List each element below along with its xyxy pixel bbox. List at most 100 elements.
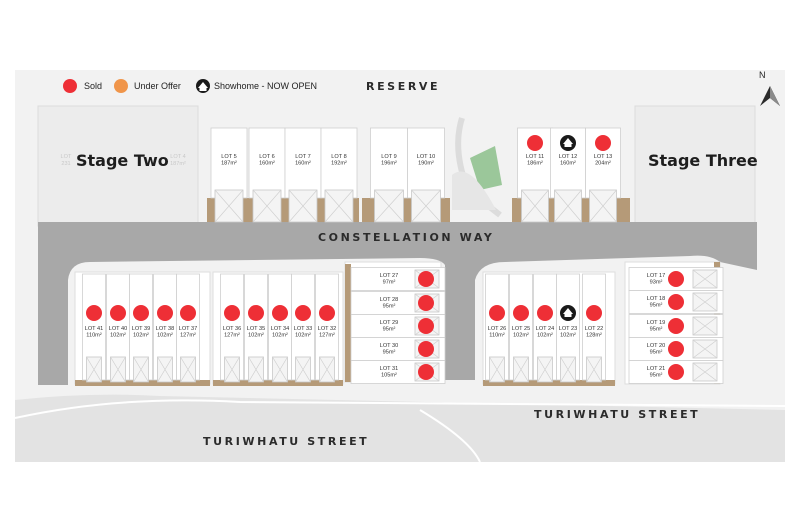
curve-line: [419, 409, 481, 463]
garage-cross: [692, 316, 718, 336]
lot-area: 102m²: [157, 333, 173, 339]
lot-area: 102m²: [272, 333, 288, 339]
section-strip: [213, 380, 343, 386]
garage-cross: [692, 339, 718, 359]
lot-area: 93m²: [650, 280, 663, 286]
lot-number: LOT 5: [221, 154, 236, 160]
sold-marker: [489, 305, 505, 321]
lot-number: LOT 34: [271, 326, 290, 332]
house-icon: [563, 138, 573, 147]
lot-number: LOT 30: [380, 343, 399, 349]
garage-cross: [288, 189, 318, 223]
curve-line: [14, 399, 786, 419]
faded-lot-area: 187m²: [170, 161, 186, 167]
house-icon: [198, 82, 208, 91]
garage-cross: [295, 356, 311, 383]
sold-marker: [527, 135, 543, 151]
lot-area: 127m²: [180, 333, 196, 339]
lot-number: LOT 18: [647, 296, 666, 302]
sold-marker: [668, 364, 684, 380]
lot-parcel: [320, 127, 358, 199]
faded-lot-label: LOT: [61, 154, 72, 160]
lot-number: LOT 21: [647, 366, 666, 372]
lot-number: LOT 27: [380, 273, 399, 279]
legend-sold-label: Sold: [84, 81, 102, 91]
lot-parcel: [407, 127, 445, 199]
lot-number: LOT 41: [85, 326, 104, 332]
sold-marker: [418, 318, 434, 334]
stage-three-label: Stage Three: [648, 151, 758, 170]
garage-cross: [489, 356, 505, 383]
garage-cross: [560, 356, 576, 383]
compass-arrow-shadow: [770, 86, 780, 106]
section-strip: [483, 380, 615, 386]
sold-marker: [668, 341, 684, 357]
garage-cross: [521, 189, 549, 223]
lot-area: 196m²: [381, 161, 397, 167]
garage-cross: [110, 356, 126, 383]
sold-marker: [224, 305, 240, 321]
garage-cross: [374, 189, 404, 223]
lot-number: LOT 7: [295, 154, 310, 160]
lot-area: 204m²: [595, 161, 611, 167]
lot-area: 192m²: [331, 161, 347, 167]
legend-under-offer-label: Under Offer: [134, 81, 181, 91]
sold-marker: [668, 271, 684, 287]
lot-number: LOT 28: [380, 297, 399, 303]
sold-marker: [668, 318, 684, 334]
lot-area: 102m²: [537, 333, 553, 339]
lot-number: LOT 40: [109, 326, 128, 332]
garage-cross: [692, 362, 718, 382]
lot-area: 95m²: [383, 304, 396, 310]
lot-area: 105m²: [381, 373, 397, 379]
lot-area: 190m²: [418, 161, 434, 167]
sold-marker: [418, 271, 434, 287]
sold-marker: [586, 305, 602, 321]
lot-number: LOT 22: [585, 326, 604, 332]
garage-cross: [214, 189, 244, 223]
garage-cross: [180, 356, 196, 383]
lot-number: LOT 25: [512, 326, 531, 332]
garage-cross: [586, 356, 602, 383]
lot-area: 102m²: [133, 333, 149, 339]
garage-cross: [252, 189, 282, 223]
lot-area: 102m²: [513, 333, 529, 339]
lot-number: LOT 32: [318, 326, 337, 332]
lot-number: LOT 23: [559, 326, 578, 332]
constellation-way-road: [38, 222, 757, 385]
